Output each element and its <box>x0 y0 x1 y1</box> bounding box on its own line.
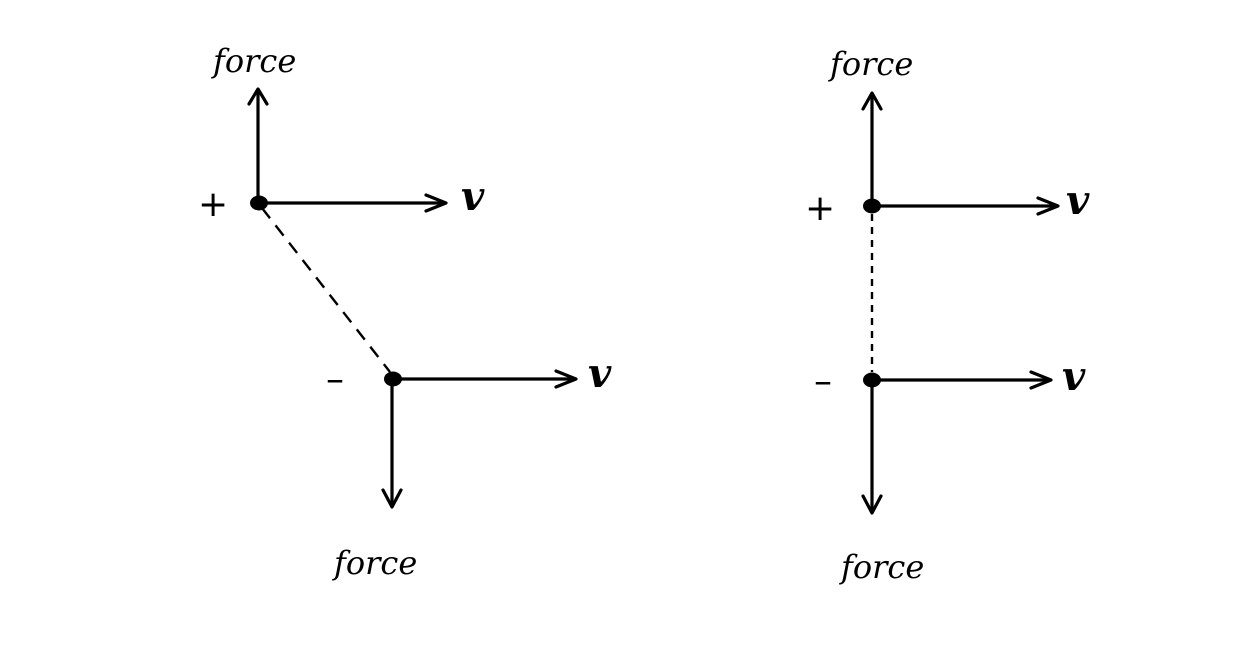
right-top-velocity-arrowhead <box>1036 196 1060 216</box>
right-positive-charge <box>863 198 881 214</box>
left-connector-dashed-line <box>261 207 391 373</box>
right-bottom-force-arrowhead <box>861 494 883 515</box>
right-bottom-charge: – v force <box>814 353 1086 586</box>
left-top-velocity-label: v <box>461 173 485 220</box>
left-top-charge: force + v <box>198 42 485 225</box>
left-bottom-velocity-arrowhead <box>554 369 578 389</box>
right-top-sign-label: + <box>805 188 835 229</box>
left-bottom-force-arrowhead <box>381 488 403 509</box>
right-bottom-force-label: force <box>839 548 924 586</box>
left-top-force-arrowhead <box>247 87 269 106</box>
left-top-velocity-arrowhead <box>424 193 448 213</box>
left-bottom-sign-label: – <box>326 359 344 400</box>
left-top-force-label: force <box>211 42 296 80</box>
right-bottom-velocity-label: v <box>1062 353 1086 400</box>
left-bottom-velocity-label: v <box>588 350 612 397</box>
left-positive-charge <box>250 195 268 211</box>
left-negative-charge <box>384 371 402 387</box>
right-bottom-velocity-arrowhead <box>1029 370 1053 390</box>
right-top-velocity-label: v <box>1066 177 1090 224</box>
left-bottom-charge: – v force <box>326 350 612 582</box>
right-top-force-arrowhead <box>861 91 883 111</box>
right-top-force-label: force <box>828 45 913 83</box>
left-figure: force + v – v force <box>198 42 612 582</box>
left-bottom-force-label: force <box>332 544 417 582</box>
right-bottom-sign-label: – <box>814 361 832 402</box>
right-negative-charge <box>863 372 881 388</box>
right-figure: force + v – v force <box>805 45 1090 586</box>
right-top-charge: force + v <box>805 45 1090 229</box>
left-top-sign-label: + <box>198 184 228 225</box>
